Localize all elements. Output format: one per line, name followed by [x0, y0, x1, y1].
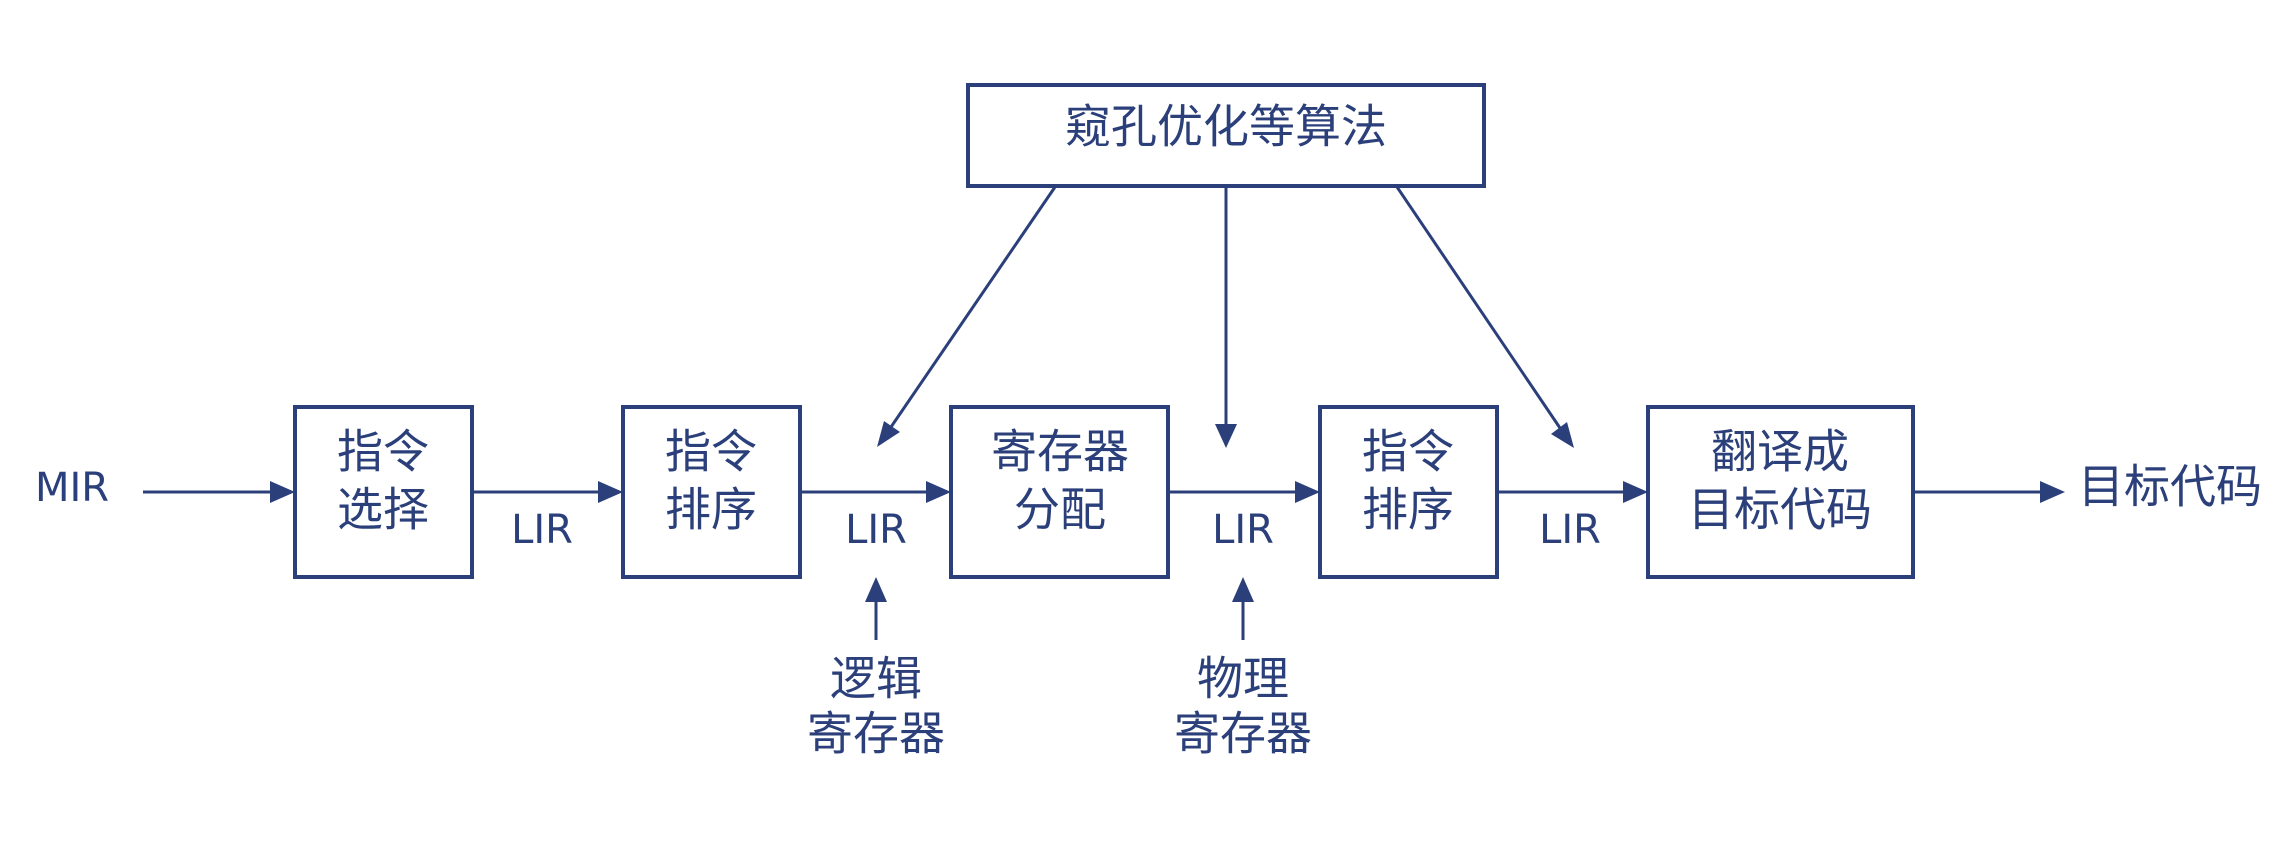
instruction-schedule-box-1: [621, 405, 802, 579]
instruction-schedule-2-line2: 排序: [1362, 483, 1454, 537]
mir-label: MIR: [35, 465, 109, 511]
arrowhead-physical-regs: [1232, 577, 1254, 602]
arrowhead-output: [2040, 481, 2065, 503]
instruction-schedule-2-line1: 指令: [1362, 425, 1454, 479]
peephole-label: 窥孔优化等算法: [1065, 100, 1387, 154]
instruction-schedule-1-line2: 排序: [665, 483, 757, 537]
translate-target-code-line1: 翻译成: [1711, 425, 1849, 479]
logical-regs-line1: 逻辑: [830, 652, 922, 706]
register-allocation-line2: 分配: [1014, 483, 1106, 537]
instruction-select-line2: 选择: [337, 483, 429, 537]
lir-label-2: LIR: [845, 507, 907, 553]
target-code-output-label: 目标代码: [2078, 460, 2262, 514]
arrowhead-lir1: [598, 481, 623, 503]
translate-target-code-line2: 目标代码: [1688, 483, 1872, 537]
arrowhead-lir3: [1295, 481, 1320, 503]
arrowhead-peephole-left: [877, 421, 900, 447]
physical-regs-line1: 物理: [1197, 652, 1289, 706]
lir-label-1: LIR: [511, 507, 573, 553]
arrowhead-peephole-middle: [1215, 424, 1237, 448]
logical-regs-line2: 寄存器: [807, 707, 945, 761]
arrowhead-peephole-right: [1551, 422, 1574, 448]
arrow-peephole-to-lir4: [1395, 186, 1562, 429]
physical-regs-line2: 寄存器: [1174, 707, 1312, 761]
register-allocation-line1: 寄存器: [991, 425, 1129, 479]
arrowhead-logical-regs: [865, 577, 887, 602]
arrowhead-lir4: [1623, 481, 1648, 503]
arrow-peephole-to-lir2: [889, 186, 1057, 428]
arrowhead-mir: [270, 481, 295, 503]
arrowhead-lir2: [926, 481, 951, 503]
instruction-select-line1: 指令: [337, 425, 429, 479]
lir-label-4: LIR: [1539, 507, 1601, 553]
instruction-select-box: [293, 405, 474, 579]
instruction-schedule-1-line1: 指令: [665, 425, 757, 479]
lir-label-3: LIR: [1212, 507, 1274, 553]
peephole-box: [966, 83, 1486, 188]
instruction-schedule-box-2: [1318, 405, 1499, 579]
